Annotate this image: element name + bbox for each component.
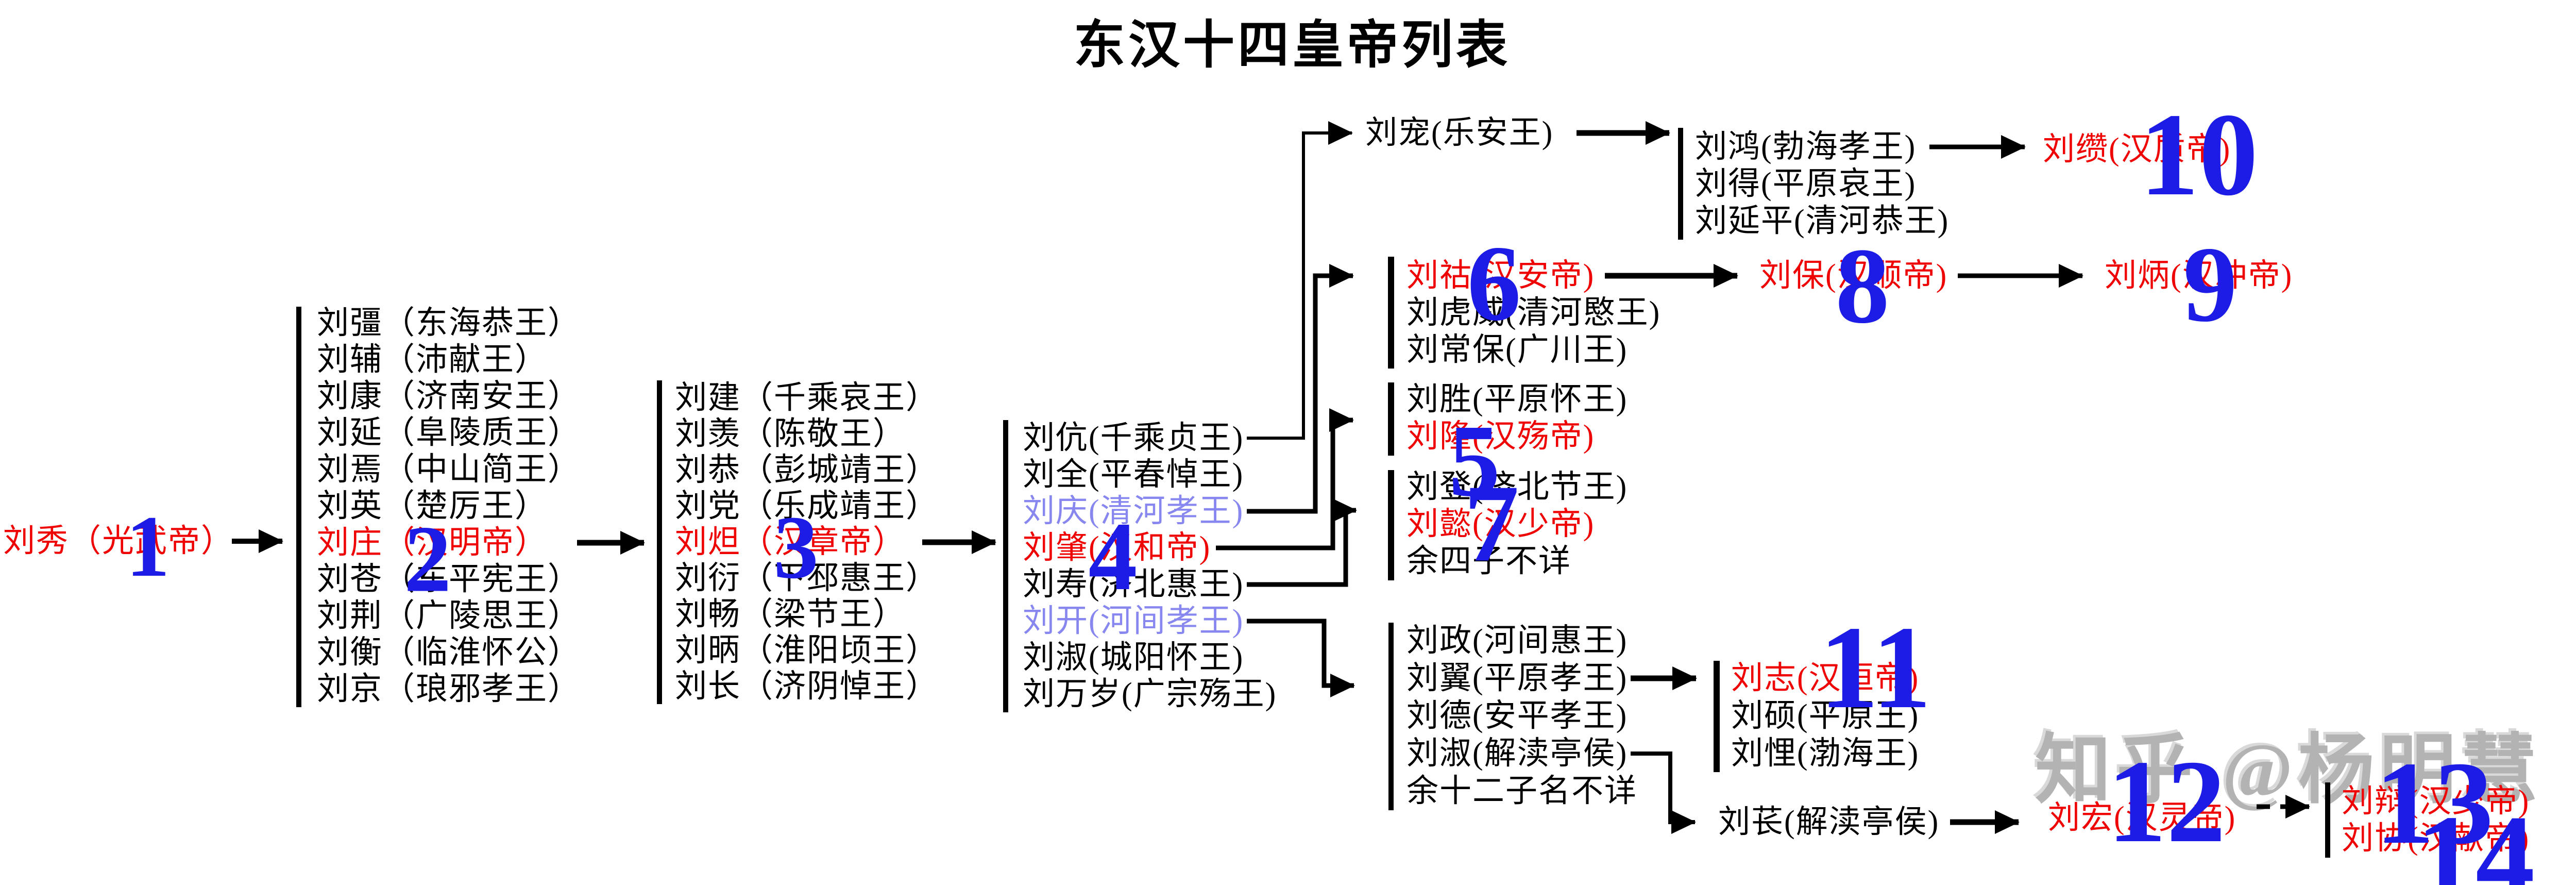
emperor-number-5: 5: [1449, 404, 1500, 518]
person-node-g7-liuzuan: 刘缵(汉质帝): [2043, 132, 2231, 167]
edge-liukai-sons: [1247, 619, 1355, 697]
person-node-g5-liuyi: 刘懿(汉少帝): [1406, 507, 1595, 542]
person-node-g3-liuda: 刘炟（汉章帝）: [675, 525, 906, 560]
person-node-g5-liudeng: 刘登(济北节王): [1406, 470, 1628, 505]
emperor-number-2: 2: [403, 506, 452, 612]
person-node-g2-liuyan2: 刘焉（中山简王）: [317, 452, 581, 487]
emperor-number-1: 1: [126, 498, 170, 595]
person-node-g6-liude: 刘得(平原哀王): [1695, 166, 1917, 202]
emperor-number-11: 11: [1819, 602, 1931, 733]
emperor-number-10: 10: [2140, 89, 2258, 220]
emperor-number-14: 14: [2416, 791, 2535, 885]
person-node-g4-liukang: 刘伉(千乘贞王): [1023, 421, 1244, 456]
person-node-g5-liuhuwei: 刘虎威(清河愍王): [1406, 295, 1661, 330]
edge-liushu2-liuchang: [1631, 752, 1696, 834]
person-node-g5-liulong: 刘隆(汉殇帝): [1406, 419, 1595, 454]
person-node-g4-liukai: 刘开(河间孝王): [1023, 604, 1244, 639]
person-node-g2-liujing1: 刘荆（广陵思王）: [317, 598, 581, 633]
person-node-g5-liude2: 刘德(安平孝王): [1406, 698, 1628, 733]
person-node-g1-liuxiu: 刘秀（光武帝）: [3, 524, 234, 559]
emperor-number-3: 3: [773, 497, 819, 597]
person-node-g4-liuquan: 刘全(平春悼王): [1023, 457, 1244, 492]
person-node-g5-liushu2: 刘淑(解渎亭侯): [1406, 736, 1628, 771]
person-node-g6-liukui: 刘悝(渤海王): [1731, 736, 1920, 771]
person-node-g3-liugong: 刘恭（彭城靖王）: [675, 453, 939, 488]
emperor-number-4: 4: [1088, 503, 1138, 611]
person-node-g2-liukang: 刘康（济南安王）: [317, 379, 581, 414]
person-node-g3-liuzhang: 刘长（济阴悼王）: [675, 669, 939, 704]
person-node-g6-liuyanping: 刘延平(清河恭王): [1695, 204, 1950, 239]
edge-liushou-sons: [1247, 498, 1357, 587]
person-node-g2-liufu: 刘辅（沛献王）: [317, 342, 548, 377]
person-node-g6-liuzhi: 刘志(汉恒帝): [1731, 661, 1920, 696]
person-node-g8-liuxie: 刘协(汉献帝): [2342, 821, 2530, 856]
emperor-number-7: 7: [1464, 461, 1519, 585]
person-node-g5-liuzheng: 刘政(河间惠王): [1406, 623, 1628, 658]
person-node-g2-liucang: 刘苍（东平宪王）: [317, 562, 581, 597]
person-node-g2-liuyan1: 刘延（阜陵质王）: [317, 415, 581, 450]
person-node-g5-liusheng: 刘胜(平原怀王): [1406, 382, 1628, 417]
person-node-g3-liuyan: 刘衍（下邳惠王）: [675, 561, 939, 596]
edge-liuqing-sons: [1247, 264, 1354, 514]
person-node-g2-liuzhuang: 刘庄（汉明帝）: [317, 525, 548, 560]
emperor-number-13: 13: [2375, 737, 2494, 869]
person-node-g5-liuyi2: 刘翼(平原孝王): [1406, 661, 1628, 696]
person-node-g6-liubao: 刘保(汉顺帝): [1759, 258, 1948, 293]
person-node-g5-liuchangbao: 刘常保(广川王): [1406, 332, 1628, 368]
emperor-number-6: 6: [1467, 224, 1521, 343]
person-node-g3-liubing: 刘昞（淮阳顷王）: [675, 633, 939, 668]
page-title: 东汉十四皇帝列表: [1074, 16, 1511, 74]
person-node-g6-liuhong1: 刘鸿(勃海孝王): [1695, 129, 1917, 164]
person-node-g3-liudang: 刘党（乐成靖王）: [675, 489, 939, 524]
person-node-g3-liujian: 刘建（千乘哀王）: [675, 380, 939, 415]
person-node-g7-liubing: 刘炳(汉冲帝): [2105, 258, 2293, 293]
person-node-g6-liushuo: 刘硕(平原王): [1731, 698, 1920, 733]
person-node-g2-liuying: 刘英（楚厉王）: [317, 489, 548, 524]
person-node-g2-liujiang: 刘彊（东海恭王）: [317, 306, 581, 341]
person-node-g5-liuhu: 刘祜(汉安帝): [1406, 258, 1595, 293]
person-node-g4-liushou: 刘寿(济北惠王): [1023, 567, 1244, 602]
person-node-g6-liuchang2: 刘苌(解渎亭侯): [1718, 805, 1940, 840]
edge-liuzhao-sons: [1216, 408, 1354, 550]
person-node-g5-liuchong: 刘宠(乐安王): [1365, 115, 1554, 151]
edge-liukang-liuchong: [1247, 121, 1353, 440]
emperor-number-8: 8: [1835, 226, 1890, 346]
person-node-g3-liuchang: 刘畅（梁节王）: [675, 597, 906, 632]
emperor-number-12: 12: [2107, 736, 2226, 867]
person-node-g4-liuzhao: 刘肇(汉和帝): [1023, 530, 1211, 565]
person-node-g5-rest12: 余十二子名不详: [1406, 774, 1638, 809]
person-node-g4-liuwansui: 刘万岁(广宗殇王): [1023, 677, 1277, 712]
person-node-g4-liushu: 刘淑(城阳怀王): [1023, 640, 1244, 675]
person-node-g7-liuhong2: 刘宏(汉灵帝): [2048, 800, 2236, 836]
person-node-g2-liujing2: 刘京（琅邪孝王）: [317, 672, 581, 707]
person-node-g2-liuheng: 刘衡（临淮怀公）: [317, 635, 581, 670]
emperor-number-9: 9: [2183, 225, 2238, 344]
person-node-g3-liuxian: 刘羡（陈敬王）: [675, 416, 906, 452]
person-node-g4-liuqing: 刘庆(清河孝王): [1023, 494, 1244, 529]
person-node-g5-rest4: 余四子不详: [1406, 544, 1572, 579]
person-node-g8-liubian: 刘辩(汉少帝): [2342, 784, 2530, 819]
